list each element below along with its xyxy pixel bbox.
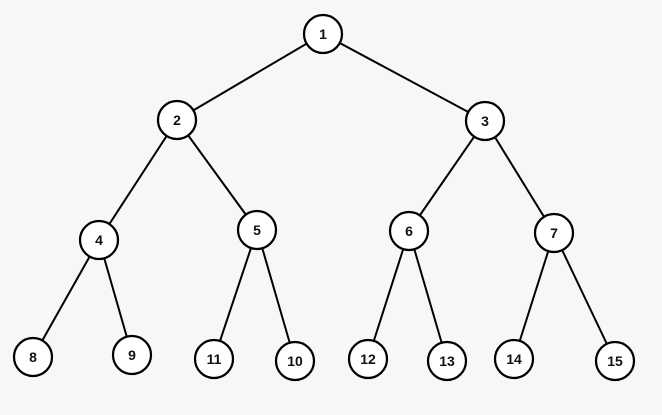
node-circle-4 [78, 219, 120, 261]
tree-edge-3-7 [484, 120, 555, 234]
tree-edge-3-6 [408, 120, 486, 232]
node-circle-13 [426, 340, 468, 382]
node-circle-10 [274, 340, 316, 382]
node-label-5: 5 [253, 222, 261, 238]
node-circle-5 [236, 209, 278, 251]
tree-node-6: 6 [388, 210, 430, 252]
node-label-8: 8 [29, 349, 37, 365]
tree-node-5: 5 [236, 209, 278, 251]
node-circle-1 [302, 13, 344, 55]
tree-edge-4-8 [32, 239, 100, 358]
node-circle-15 [594, 340, 636, 382]
tree-edge-5-10 [256, 229, 296, 362]
node-circle-3 [464, 100, 506, 142]
node-circle-14 [493, 338, 535, 380]
node-circle-12 [347, 338, 389, 380]
node-circle-2 [156, 99, 198, 141]
tree-node-14: 14 [493, 338, 535, 380]
tree-edge-5-11 [213, 229, 258, 360]
node-label-15: 15 [607, 353, 623, 369]
node-circle-9 [111, 334, 153, 376]
node-label-11: 11 [207, 351, 222, 367]
tree-edge-6-12 [367, 230, 410, 360]
tree-node-2: 2 [156, 99, 198, 141]
node-label-9: 9 [128, 347, 136, 363]
node-label-1: 1 [319, 26, 327, 42]
tree-node-12: 12 [347, 338, 389, 380]
tree-edge-1-2 [176, 33, 324, 121]
node-label-14: 14 [506, 351, 522, 367]
node-label-7: 7 [550, 225, 558, 241]
tree-node-4: 4 [78, 219, 120, 261]
node-label-12: 12 [360, 351, 376, 367]
tree-node-7: 7 [533, 212, 575, 254]
tree-node-13: 13 [426, 340, 468, 382]
node-label-13: 13 [439, 353, 455, 369]
node-label-6: 6 [405, 223, 413, 239]
node-label-2: 2 [173, 112, 181, 128]
tree-node-11: 11 [193, 338, 235, 380]
tree-node-1: 1 [302, 13, 344, 55]
node-label-10: 10 [287, 353, 303, 369]
node-circle-11 [193, 338, 235, 380]
tree-node-3: 3 [464, 100, 506, 142]
tree-edge-2-5 [176, 119, 258, 231]
tree-node-15: 15 [594, 340, 636, 382]
tree-edge-1-3 [322, 33, 486, 122]
tree-node-9: 9 [111, 334, 153, 376]
tree-node-8: 8 [12, 336, 54, 378]
node-circle-8 [12, 336, 54, 378]
tree-edge-6-13 [408, 230, 448, 362]
node-label-3: 3 [481, 113, 489, 129]
tree-node-10: 10 [274, 340, 316, 382]
node-circle-7 [533, 212, 575, 254]
tree-edge-7-15 [553, 232, 616, 362]
node-label-4: 4 [95, 232, 103, 248]
node-circle-6 [388, 210, 430, 252]
tree-edge-7-14 [513, 232, 555, 360]
tree-edge-2-4 [98, 119, 178, 241]
